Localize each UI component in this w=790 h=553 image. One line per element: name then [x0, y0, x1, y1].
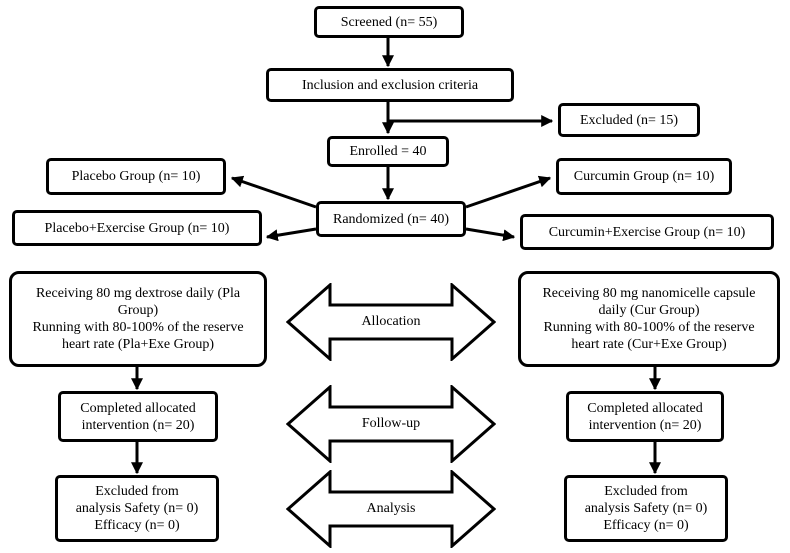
- right-allocation-box: Receiving 80 mg nanomicelle capsule dail…: [518, 271, 780, 367]
- placebo-exercise-group-box: Placebo+Exercise Group (n= 10): [12, 210, 262, 246]
- enrolled-box: Enrolled = 40: [327, 136, 449, 167]
- allocation-stage-arrow: Allocation: [285, 281, 497, 363]
- left-completed-box: Completed allocated intervention (n= 20): [58, 391, 218, 442]
- curcumin-exercise-group-box: Curcumin+Exercise Group (n= 10): [520, 214, 774, 250]
- double-arrow-icon: [285, 281, 497, 363]
- screened-box: Screened (n= 55): [314, 6, 464, 38]
- followup-label: Follow-up: [361, 416, 421, 431]
- analysis-stage-arrow: Analysis: [285, 468, 497, 550]
- curcumin-group-box: Curcumin Group (n= 10): [556, 158, 732, 195]
- followup-stage-arrow: Follow-up: [285, 383, 497, 465]
- double-arrow-icon: [285, 383, 497, 465]
- right-analysis-box: Excluded from analysis Safety (n= 0) Eff…: [564, 475, 728, 542]
- left-allocation-box: Receiving 80 mg dextrose daily (Pla Grou…: [9, 271, 267, 367]
- arrow-randomized-to-placebo-exercise: [265, 227, 317, 242]
- left-analysis-box: Excluded from analysis Safety (n= 0) Eff…: [55, 475, 219, 542]
- analysis-label: Analysis: [366, 501, 416, 516]
- randomized-box: Randomized (n= 40): [316, 201, 466, 237]
- placebo-group-box: Placebo Group (n= 10): [46, 158, 226, 195]
- allocation-label: Allocation: [361, 314, 421, 329]
- arrow-randomized-to-curcumin: [465, 175, 552, 209]
- excluded-box: Excluded (n= 15): [558, 103, 700, 137]
- inclusion-criteria-box: Inclusion and exclusion criteria: [266, 68, 514, 102]
- double-arrow-icon: [285, 468, 497, 550]
- arrow-randomized-to-curcumin-exercise: [465, 227, 516, 242]
- right-completed-box: Completed allocated intervention (n= 20): [566, 391, 724, 442]
- arrow-randomized-to-placebo: [230, 175, 317, 209]
